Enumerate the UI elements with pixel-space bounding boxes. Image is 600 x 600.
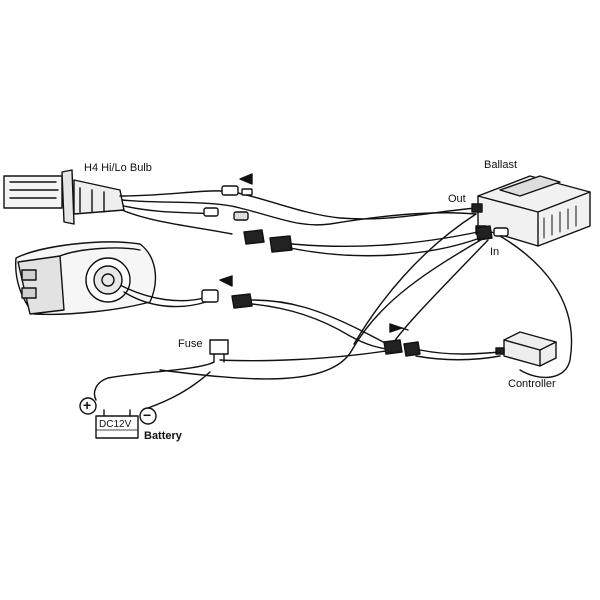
ballast-label: Ballast <box>484 159 518 171</box>
bulb-connector-top <box>221 185 253 196</box>
battery-label: Battery <box>144 430 182 442</box>
h4-bulb <box>3 169 125 225</box>
bulb-connector-mid <box>203 207 249 221</box>
arrow-left-icon <box>239 173 253 185</box>
ballast-in-connector <box>475 225 509 241</box>
main-harness-wires <box>159 213 573 380</box>
battery-voltage-label: DC12V <box>99 419 132 430</box>
headlight-harness <box>121 275 397 351</box>
fuse <box>93 339 229 401</box>
bulb-to-ballast-wires <box>119 190 477 235</box>
splice-connector <box>383 323 421 357</box>
relay-connector-pair <box>243 229 293 253</box>
fuse-label: Fuse <box>178 338 203 350</box>
in-label: In <box>490 246 500 258</box>
battery-plus-icon: + <box>83 397 92 413</box>
battery <box>79 371 211 439</box>
bulb-label: H4 Hi/Lo Bulb <box>84 162 152 174</box>
controller-label: Controller <box>508 378 556 390</box>
controller-box <box>495 331 557 367</box>
out-label: Out <box>448 193 466 205</box>
headlight-housing <box>15 241 157 316</box>
battery-minus-icon: − <box>143 407 152 423</box>
